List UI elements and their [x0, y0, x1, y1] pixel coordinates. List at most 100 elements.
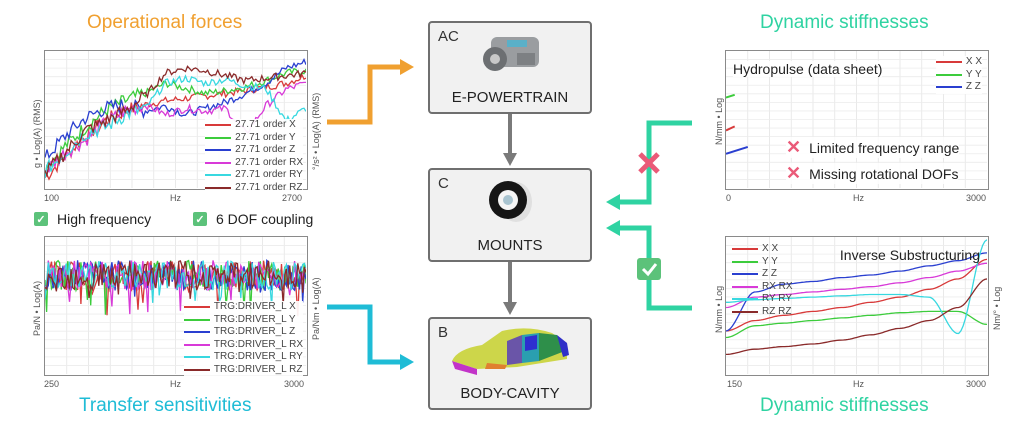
tr-x-label: Hz [170, 379, 181, 389]
hy-x-tick-max: 3000 [966, 193, 987, 203]
e-powertrain-box[interactable]: AC E-POWERTRAIN [428, 21, 592, 114]
legend-swatch [183, 343, 210, 346]
cross-icon: ✕ [786, 137, 802, 157]
legend-swatch [732, 248, 758, 251]
legend-entry: Z Z [732, 268, 793, 281]
hy-y-label: N/mm • Log [714, 97, 724, 145]
series-line [45, 260, 306, 305]
legend-entry: 27.71 order Y [205, 132, 303, 145]
operational-forces-title: Operational forces [87, 12, 243, 33]
electric-motor-icon [483, 37, 539, 71]
tr-x-tick-min: 250 [44, 379, 60, 389]
legend-entry: X X [732, 243, 793, 256]
legend-entry: 27.71 order RX [205, 157, 303, 170]
legend-label: RY RY [762, 293, 793, 304]
legend-entry: RY RY [732, 293, 793, 306]
series-line [726, 239, 987, 335]
legend-swatch [732, 260, 758, 263]
inverse-substructuring-title: Inverse Substructuring [839, 247, 980, 263]
series-line [726, 145, 749, 155]
legend-entry: TRG:DRIVER_L X [183, 301, 303, 314]
in-x-label: Hz [853, 379, 864, 389]
series-line [726, 93, 736, 99]
operational-forces-arrow [327, 64, 403, 125]
in-x-tick-max: 3000 [966, 379, 987, 389]
body-cavity-box[interactable]: B BODY-CAVITY [428, 317, 592, 410]
legend-entry: RX RX [732, 281, 793, 294]
series-line [45, 58, 306, 160]
legend-label: 27.71 order X [235, 119, 296, 130]
legend-label: Y Y [965, 68, 982, 80]
legend-entry: 27.71 order Z [205, 144, 303, 157]
cross-icon: ✕ [786, 163, 802, 183]
transfer-sensitivities-arrowhead [400, 354, 414, 370]
series-line [726, 125, 736, 132]
operational-forces-arrowhead [400, 59, 414, 75]
legend-label: TRG:DRIVER_L RZ [213, 363, 303, 375]
legend-entry: TRG:DRIVER_L RX [183, 339, 303, 352]
box-code: AC [438, 28, 459, 45]
series-line [726, 258, 987, 332]
legend-entry: Y Y [732, 256, 793, 269]
dynamic-stiffnesses-bottom-title: Dynamic stiffnesses [760, 395, 929, 416]
legend-entry: Z Z [935, 81, 982, 94]
legend-label: X X [762, 243, 779, 254]
legend-entry: X X [935, 56, 982, 69]
six-dof-label: 6 DOF coupling [216, 211, 314, 227]
hy-x-label: Hz [853, 193, 864, 203]
legend-label: TRG:DRIVER_L Y [213, 313, 296, 325]
op-y-label-right: °/s² • Log(A) (RMS) [311, 92, 321, 170]
legend-swatch [732, 298, 758, 301]
legend-entry: 27.71 order RZ [205, 182, 303, 195]
legend-entry: 27.71 order RY [205, 169, 303, 182]
series-line [45, 74, 306, 179]
check-icon: ✓ [34, 212, 48, 226]
legend-swatch [183, 356, 210, 359]
series-line [726, 278, 987, 356]
dynamic-stiffnesses-top-title: Dynamic stiffnesses [760, 12, 929, 33]
legend-label: 27.71 order Y [235, 131, 296, 143]
legend-swatch [205, 161, 232, 164]
accepted-check-icon [637, 258, 661, 280]
legend-label: 27.71 order RZ [235, 181, 303, 193]
series-line [45, 260, 306, 307]
car-body-icon [452, 328, 569, 375]
tr-x-tick-max: 3000 [284, 379, 305, 389]
high-frequency-label: High frequency [57, 211, 152, 227]
hydropulse-arrow [618, 120, 692, 205]
legend-label: Y Y [762, 255, 778, 267]
hydropulse-title: Hydropulse (data sheet) [733, 61, 883, 77]
op-y-label: g • Log(A) (RMS) [32, 99, 42, 168]
mounts-box[interactable]: C MOUNTS [428, 168, 592, 262]
legend-swatch [183, 368, 210, 371]
box-code: C [438, 175, 449, 192]
rejected-cross-icon [638, 152, 660, 174]
in-x-tick-min: 150 [727, 379, 743, 389]
series-line [45, 260, 306, 315]
legend-entry: TRG:DRIVER_L RY [183, 351, 303, 364]
series-line [726, 252, 987, 332]
legend-label: 27.71 order RX [235, 156, 303, 168]
in-y-label-right: Nm/° • Log [992, 286, 1002, 330]
op-x-tick-max: 2700 [282, 193, 303, 203]
legend-label: 27.71 order RY [235, 169, 303, 180]
operational-forces-plot-area [45, 51, 306, 188]
legend-label: TRG:DRIVER_L Z [213, 326, 296, 337]
op-x-label: Hz [170, 193, 181, 203]
legend-entry: TRG:DRIVER_L RZ [183, 363, 303, 377]
op-x-tick-min: 100 [44, 193, 60, 203]
legend-label: RX RX [762, 280, 793, 292]
series-line [726, 262, 987, 309]
legend-label: RZ RZ [762, 305, 792, 317]
legend-swatch [935, 61, 962, 64]
legend-swatch [732, 273, 758, 276]
legend-entry: TRG:DRIVER_L Z [183, 326, 303, 339]
